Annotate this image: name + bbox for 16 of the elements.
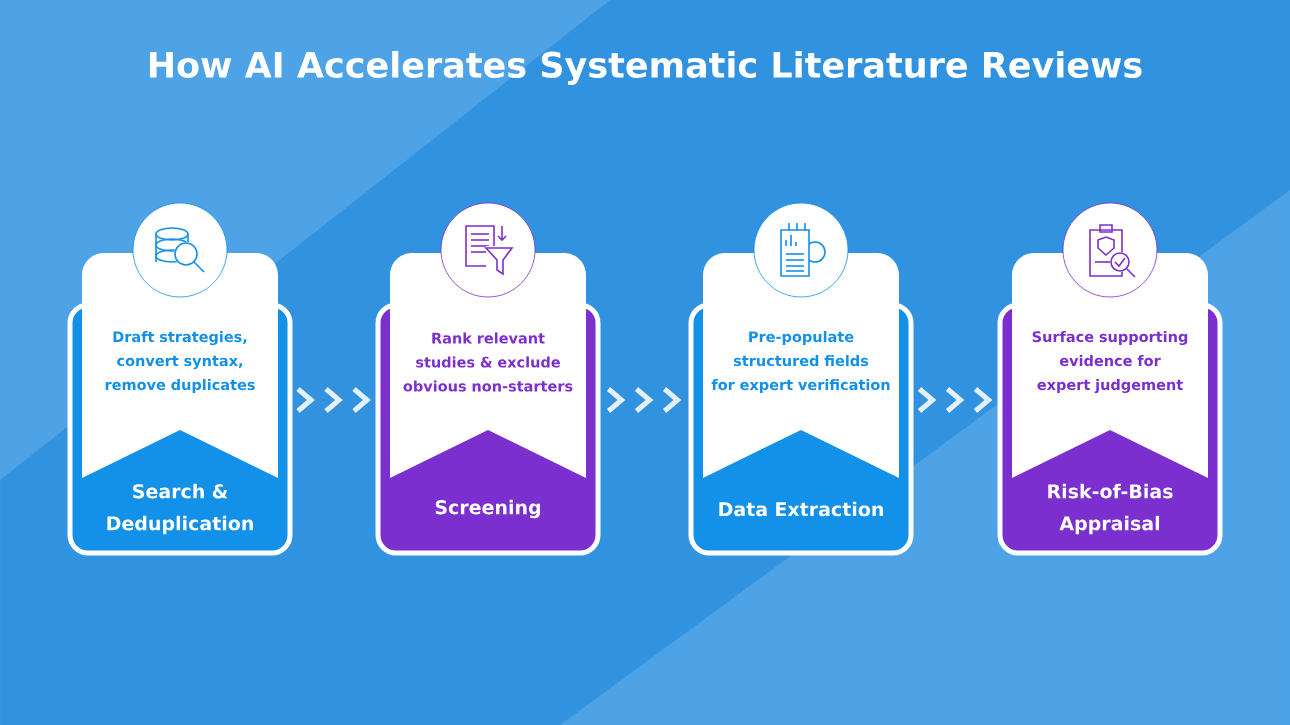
chevron-arrow [295, 386, 371, 414]
chevron-arrow [917, 386, 993, 414]
step-title: Risk-of-Bias Appraisal [1048, 483, 1173, 535]
title: How AI Accelerates Systematic Literature Reviews [149, 50, 1142, 86]
step-title: Screening [435, 499, 541, 519]
step-card [688, 202, 914, 556]
step-description: Draft strategies, convert syntax, remove duplicates [105, 330, 255, 393]
chevron-arrow [606, 386, 682, 414]
step-title: Search & Deduplication [107, 483, 253, 535]
step-description: Surface supporting evidence for expert judgement [1032, 330, 1188, 394]
step-description: Pre-populate structured fields for expert verification [711, 330, 890, 393]
step-description: Rank relevant studies & exclude obvious non-starters [403, 332, 573, 392]
step-card [375, 202, 601, 556]
step-title: Data Extraction [719, 501, 883, 517]
step-card [997, 202, 1223, 556]
step-card [67, 202, 293, 556]
